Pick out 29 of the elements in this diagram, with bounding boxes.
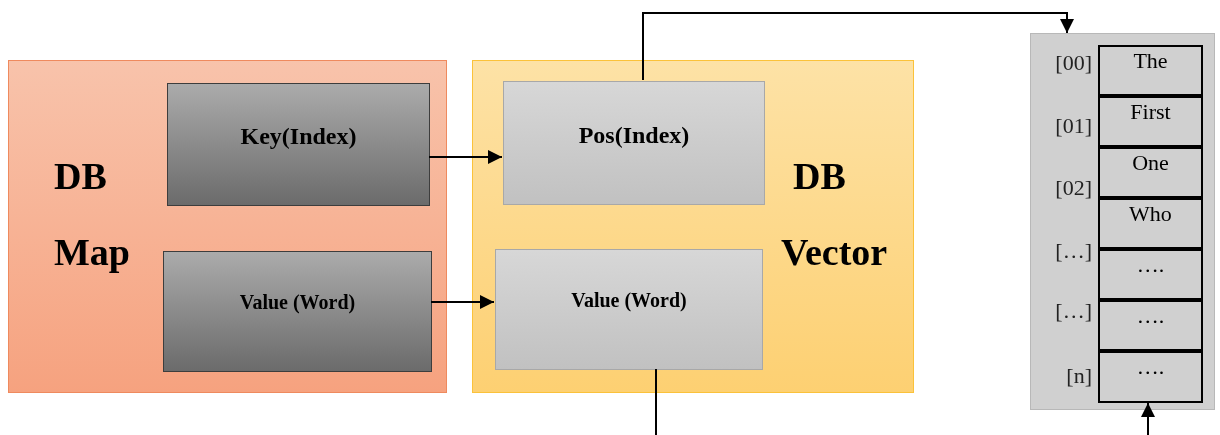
table-cell: One	[1098, 147, 1203, 198]
process-box: Value (Word)	[163, 251, 432, 372]
array-panel	[1030, 33, 1215, 410]
panel-title: DB	[54, 157, 107, 195]
arrow	[430, 295, 495, 309]
arrow	[1141, 402, 1155, 435]
arrow	[428, 150, 503, 164]
index-label: […]	[1055, 240, 1092, 262]
table-cell: First	[1098, 96, 1203, 147]
table-cell: ….	[1098, 351, 1203, 403]
process-box: Pos(Index)	[503, 81, 765, 205]
index-label: [n]	[1066, 365, 1092, 387]
group-panel	[472, 60, 914, 393]
group-panel	[8, 60, 447, 393]
table-cell: The	[1098, 45, 1203, 96]
process-box: Key(Index)	[167, 83, 430, 206]
connector-line	[655, 368, 657, 435]
index-label: [00]	[1055, 52, 1092, 74]
arrow	[642, 12, 1074, 81]
index-label: [01]	[1055, 115, 1092, 137]
index-label: [02]	[1055, 177, 1092, 199]
panel-title: Map	[54, 233, 130, 271]
table-cell: ….	[1098, 249, 1203, 300]
table-cell: Who	[1098, 198, 1203, 249]
process-box: Value (Word)	[495, 249, 763, 370]
panel-title: DB	[793, 157, 846, 195]
panel-title: Vector	[781, 233, 888, 271]
index-label: […]	[1055, 300, 1092, 322]
table-cell: ….	[1098, 300, 1203, 351]
